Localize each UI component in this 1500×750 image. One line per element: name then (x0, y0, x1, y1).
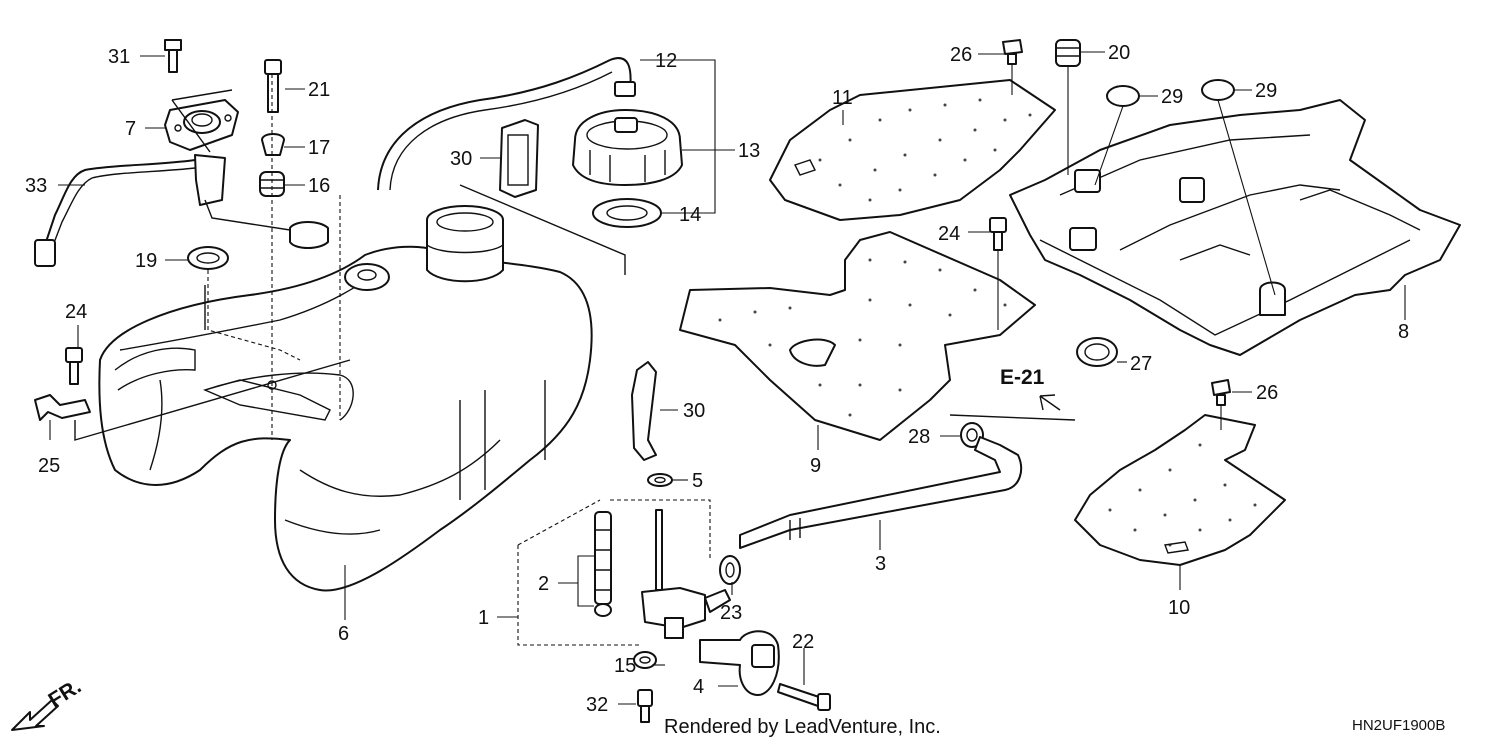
fuel-hose-3 (739, 436, 1023, 549)
callout-32: 32 (586, 694, 608, 716)
fuel-cock-1 (641, 509, 731, 639)
callout-22: 22 (792, 631, 814, 653)
callout-3: 3 (875, 553, 886, 575)
callout-30-upper: 30 (450, 148, 472, 170)
callout-17: 17 (308, 137, 330, 159)
callout-16: 16 (308, 175, 330, 197)
pump-bracket (164, 99, 239, 151)
leader-lines (49, 51, 1406, 705)
callout-33: 33 (25, 175, 47, 197)
hose-clamp-23 (719, 555, 741, 585)
callout-21: 21 (308, 79, 330, 101)
render-credit: Rendered by LeadVenture, Inc. (664, 716, 941, 738)
clip-26-top (1002, 39, 1023, 65)
callout-10: 10 (1168, 597, 1190, 619)
fuel-pump-hose (34, 154, 329, 267)
under-cover-8 (1009, 99, 1461, 356)
hose-clamp-27 (1076, 337, 1118, 367)
floor-mat-9 (679, 231, 1036, 441)
washer-15 (633, 651, 657, 669)
washer-5 (647, 473, 673, 487)
callout-24-left: 24 (65, 301, 87, 323)
callout-14: 14 (679, 204, 701, 226)
rubber-strap-upper (499, 119, 539, 198)
callout-7: 7 (125, 118, 136, 140)
cap-gasket (592, 198, 662, 228)
bolt-32 (637, 689, 653, 723)
callout-30-lower: 30 (683, 400, 705, 422)
cap-29-left (1106, 85, 1140, 107)
fuel-cap (572, 109, 683, 186)
callout-25: 25 (38, 455, 60, 477)
fuel-filter-2 (594, 511, 612, 617)
callout-9: 9 (810, 455, 821, 477)
callout-2: 2 (538, 573, 549, 595)
callout-26-top: 26 (950, 44, 972, 66)
clip-26-bottom (1211, 379, 1231, 406)
washer-17 (261, 133, 285, 156)
callout-5: 5 (692, 470, 703, 492)
callout-20: 20 (1108, 42, 1130, 64)
callout-31: 31 (108, 46, 130, 68)
floor-mat-10 (1074, 414, 1286, 566)
seal-ring-19 (187, 246, 229, 270)
callout-27: 27 (1130, 353, 1152, 375)
callout-29-right: 29 (1255, 80, 1277, 102)
callout-23: 23 (720, 602, 742, 624)
callout-13: 13 (738, 140, 760, 162)
clip-25 (34, 394, 91, 421)
callout-4: 4 (693, 676, 704, 698)
callout-6: 6 (338, 623, 349, 645)
mat-9-texture (718, 258, 1007, 417)
callout-1: 1 (478, 607, 489, 629)
callout-8: 8 (1398, 321, 1409, 343)
breather-hose (377, 57, 636, 191)
floor-mat-11 (769, 79, 1056, 221)
front-direction-arrow (11, 699, 59, 731)
callout-28: 28 (908, 426, 930, 448)
bolt-31 (164, 39, 182, 73)
bolt-24-right (989, 217, 1007, 251)
diagram-code: HN2UF1900B (1352, 717, 1445, 734)
callout-labels: 31 7 33 19 21 17 16 24 25 6 12 13 14 30 … (25, 42, 1409, 716)
part-4-guard (699, 630, 780, 696)
bolt-24-left (65, 347, 83, 385)
grommet-20 (1055, 39, 1081, 67)
bolt-21 (264, 59, 282, 113)
reference-e21: E-21 (1000, 366, 1045, 389)
fuel-tank (98, 205, 593, 592)
callout-24-right: 24 (938, 223, 960, 245)
cap-29-right (1201, 79, 1235, 101)
callout-29-left: 29 (1161, 86, 1183, 108)
rubber-strap-lower (631, 361, 657, 461)
callout-15: 15 (614, 655, 636, 677)
mat-11-texture (818, 98, 1032, 202)
callout-12: 12 (655, 50, 677, 72)
callout-26-bottom: 26 (1256, 382, 1278, 404)
callout-11: 11 (832, 87, 853, 109)
bolt-22 (777, 683, 831, 711)
callout-19: 19 (135, 250, 157, 272)
